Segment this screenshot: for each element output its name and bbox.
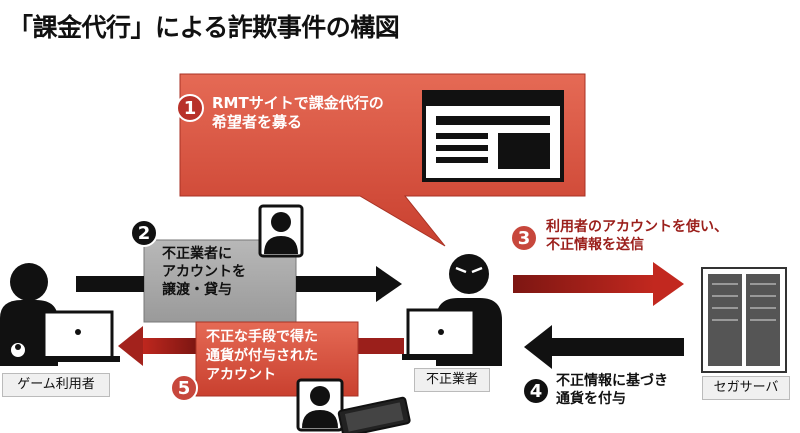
step5-number: 5 [170,374,198,402]
diagram-title: 「課金代行」による詐欺事件の構図 [8,13,400,42]
server-label: セガサーバ [702,376,790,400]
step5-avatar-phone [296,378,411,433]
arrow-user-to-fraudster [76,266,402,302]
step1-line1: RMTサイトで課金代行の [212,94,384,112]
step1-text: RMTサイトで課金代行の 希望者を募る [212,94,384,132]
step5-text: 不正な手段で得た 通貨が付与された アカウント [206,328,318,385]
fraudster-label: 不正業者 [414,368,490,392]
step5-line1: 不正な手段で得た [206,329,318,345]
step2-text: 不正業者に アカウントを 譲渡・貸与 [162,245,246,299]
step4-number: 4 [522,377,550,405]
step1-number: 1 [176,94,204,122]
step2-number: 2 [130,219,158,247]
arrow-fraudster-to-server [513,262,684,306]
step1-bubble [179,73,586,247]
step2-line1: 不正業者に [162,246,232,262]
step3-text: 利用者のアカウントを使い、 不正情報を送信 [546,218,728,254]
game-user-label: ゲーム利用者 [2,373,110,397]
server-icon [701,267,787,373]
arrow-server-to-fraudster [524,325,684,369]
step1-line2: 希望者を募る [212,113,303,131]
fraudster-figure [402,254,502,366]
step4-line2: 通貨を付与 [556,391,626,407]
game-user-figure [0,263,120,366]
step4-line1: 不正情報に基づき [556,373,668,389]
step2-line3: 譲渡・貸与 [162,282,232,298]
step2-avatar [258,204,304,258]
step4-text: 不正情報に基づき 通貨を付与 [556,372,668,408]
step5-line2: 通貨が付与された [206,348,318,364]
step3-number: 3 [510,224,538,252]
webpage-icon [422,90,564,182]
step2-line2: アカウントを [162,264,246,280]
step3-line2: 不正情報を送信 [546,237,644,253]
step3-line1: 利用者のアカウントを使い、 [546,219,728,235]
step5-line3: アカウント [206,367,276,383]
arrow-fraudster-to-user [118,326,404,366]
